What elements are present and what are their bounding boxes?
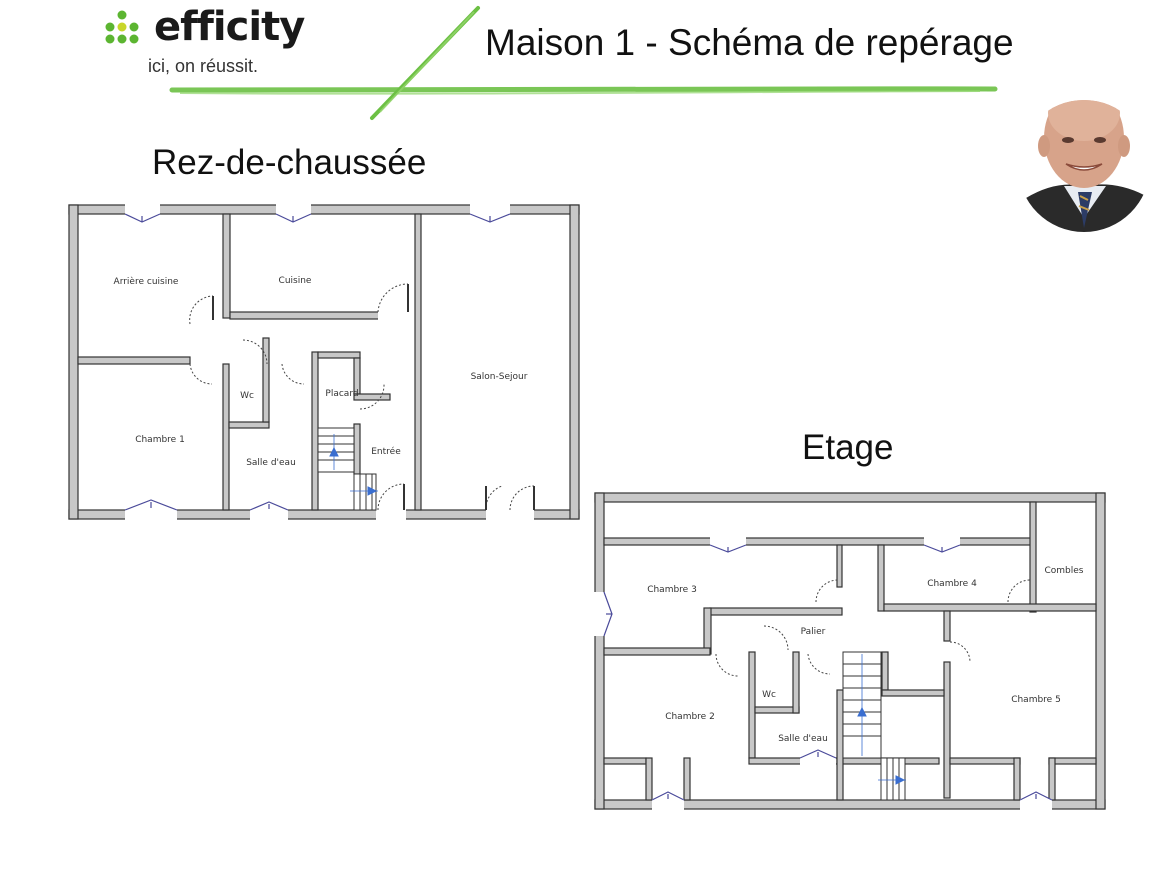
room-label: Chambre 2 [665,712,715,722]
room-label: Salon-Sejour [471,372,528,382]
room-label: Salle d'eau [246,458,296,468]
room-label: Palier [801,627,826,637]
room-label: Chambre 3 [647,585,697,595]
room-label: Combles [1045,566,1084,576]
floor-title-rdc: Rez-de-chaussée [152,143,427,182]
room-label: Placard [325,389,358,399]
room-label: Chambre 5 [1011,695,1061,705]
room-label: Entrée [371,446,401,457]
header-brush-decoration [169,6,998,120]
logo-brand: efficity [154,4,305,50]
agent-avatar [1018,100,1150,232]
room-label: Cuisine [279,276,312,286]
page-title: Maison 1 - Schéma de repérage [485,22,1014,63]
room-label: Wc [240,391,254,401]
floor-plan-rdc: Arrière cuisine Cuisine Salon-Sejour Wc … [68,204,580,520]
room-label: Arrière cuisine [114,276,179,287]
efficity-logo: efficity ici, on réussit. [104,4,314,86]
room-label: Chambre 1 [135,435,185,445]
logo-dots-icon [105,10,139,44]
floor-plan-etage: Chambre 3 Chambre 4 Combles Palier Wc Ch… [594,492,1106,810]
room-label: Chambre 4 [927,579,977,589]
room-label: Wc [762,690,776,700]
floor-title-etage: Etage [802,428,894,467]
logo-tagline: ici, on réussit. [148,56,259,76]
room-label: Salle d'eau [778,734,828,744]
